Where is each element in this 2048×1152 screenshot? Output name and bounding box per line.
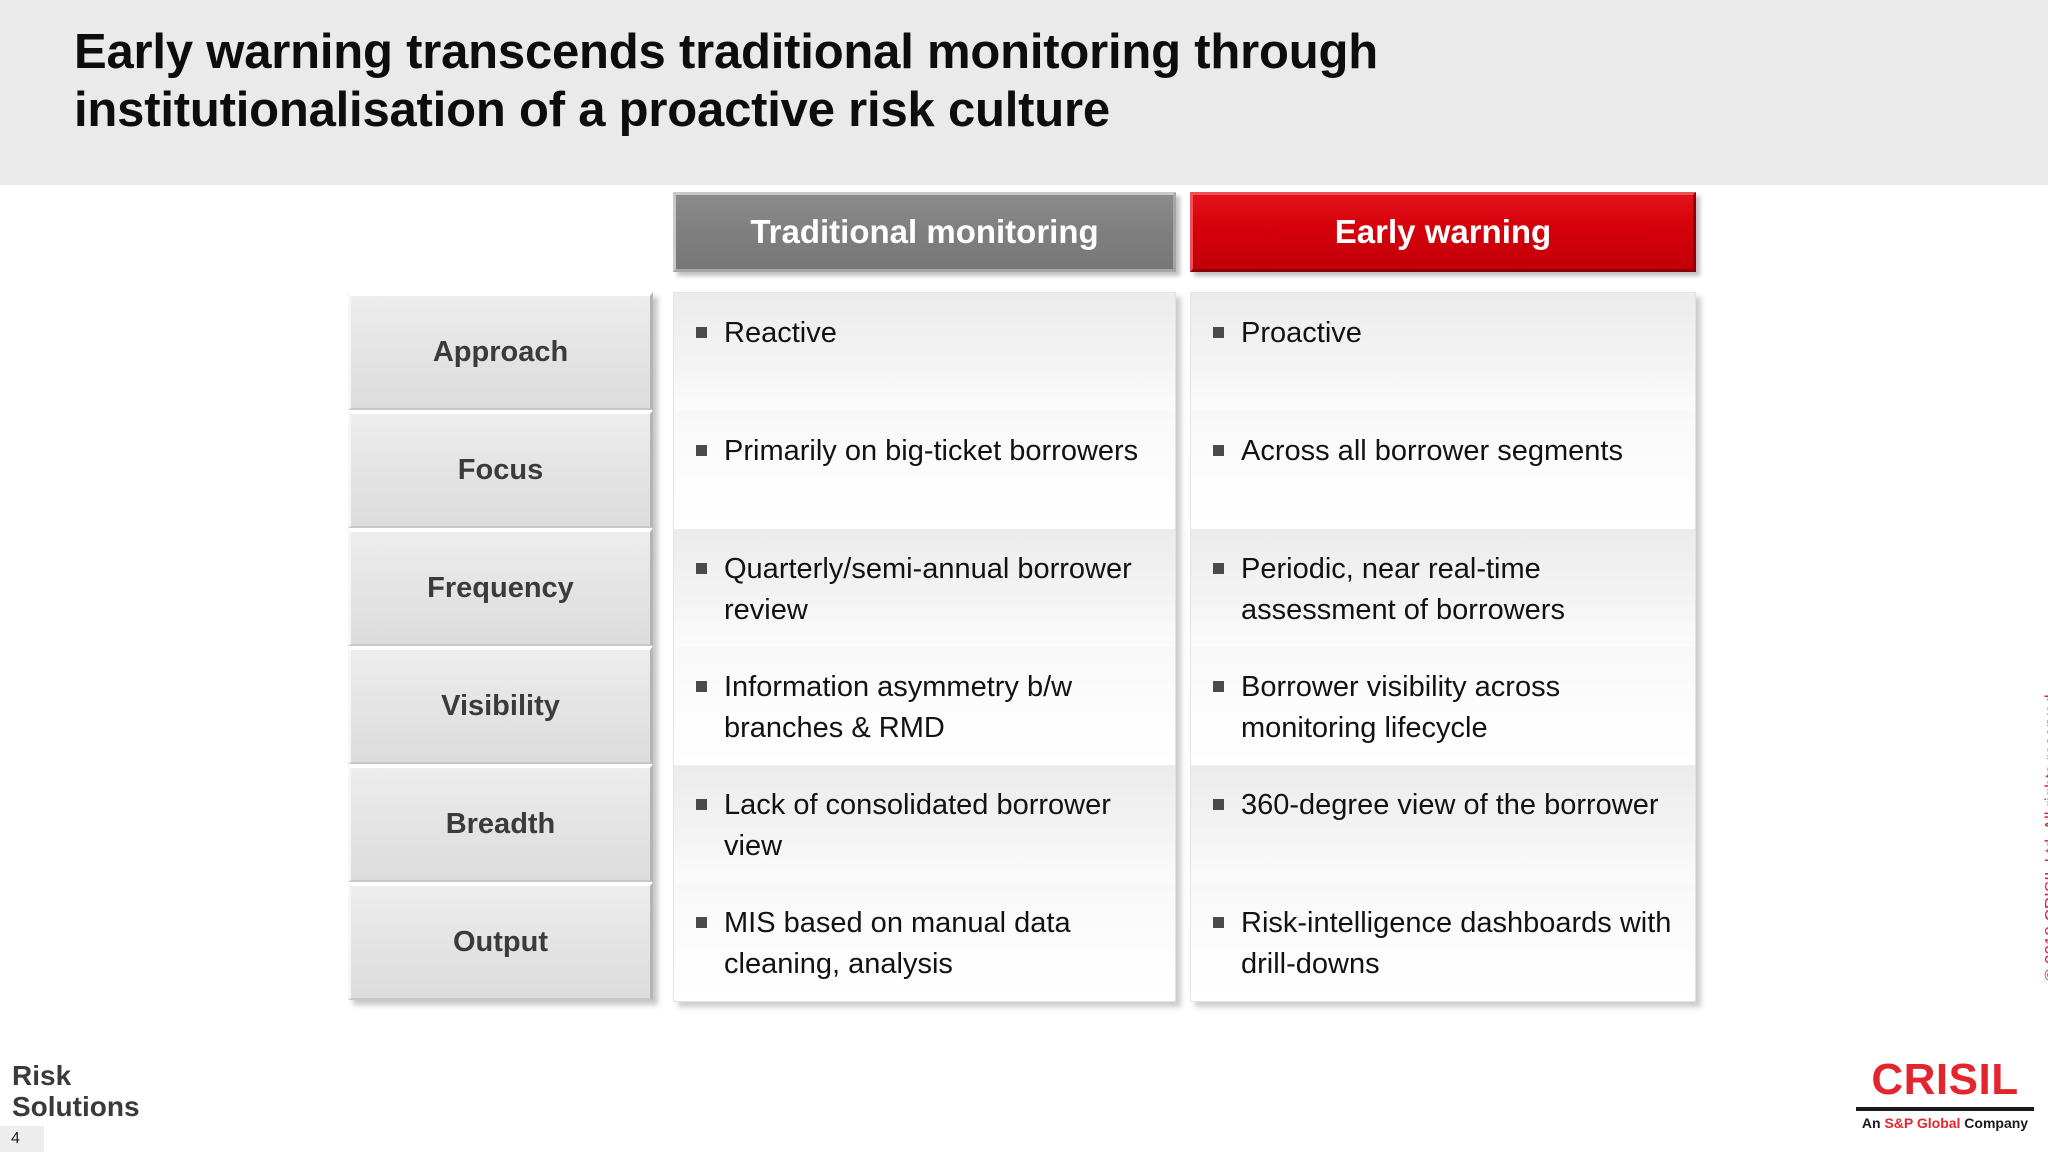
- square-bullet-icon: [1213, 327, 1224, 338]
- row-label-text: Output: [452, 925, 548, 958]
- column-header-traditional-label: Traditional monitoring: [750, 213, 1099, 250]
- column-header-early-warning: Early warning: [1190, 192, 1696, 272]
- early-warning-column: Proactive Across all borrower segments P…: [1190, 292, 1696, 1002]
- row-label-text: Focus: [457, 453, 544, 486]
- square-bullet-icon: [1213, 445, 1224, 456]
- table-cell: 360-degree view of the borrower: [1191, 765, 1695, 883]
- square-bullet-icon: [1213, 563, 1224, 574]
- risk-solutions-wordmark: Risk Solutions: [12, 1060, 140, 1123]
- table-cell: Reactive: [674, 293, 1175, 411]
- table-cell: Quarterly/semi-annual borrower review: [674, 529, 1175, 647]
- risk-solutions-line-2: Solutions: [12, 1091, 140, 1123]
- crisil-logo: CRISIL An S&P Global Company: [1856, 1058, 2034, 1131]
- cell-text: Across all borrower segments: [1241, 435, 1623, 467]
- table-cell: Across all borrower segments: [1191, 411, 1695, 529]
- crisil-logo-divider: [1856, 1107, 2034, 1111]
- square-bullet-icon: [696, 445, 707, 456]
- square-bullet-icon: [696, 681, 707, 692]
- crisil-wordmark: CRISIL: [1871, 1055, 2019, 1104]
- row-label-approach: Approach: [348, 292, 653, 410]
- row-label-text: Approach: [432, 335, 569, 368]
- crisil-tagline-suffix: Company: [1960, 1115, 2029, 1131]
- cell-text: Lack of consolidated borrower view: [724, 789, 1111, 863]
- cell-text: 360-degree view of the borrower: [1241, 789, 1659, 821]
- table-cell: Proactive: [1191, 293, 1695, 411]
- page-title: Early warning transcends traditional mon…: [74, 25, 1378, 137]
- cell-text: Proactive: [1241, 317, 1362, 349]
- row-label-focus: Focus: [348, 410, 653, 528]
- square-bullet-icon: [1213, 917, 1224, 928]
- square-bullet-icon: [1213, 799, 1224, 810]
- cell-text: Primarily on big-ticket borrowers: [724, 435, 1139, 467]
- crisil-tagline-prefix: An: [1861, 1115, 1885, 1131]
- table-cell: MIS based on manual data cleaning, analy…: [674, 883, 1175, 1001]
- traditional-monitoring-column: Reactive Primarily on big-ticket borrowe…: [673, 292, 1176, 1002]
- crisil-tagline-sp-global: S&P Global: [1884, 1115, 1961, 1131]
- row-label-text: Frequency: [427, 571, 574, 604]
- table-cell: Borrower visibility across monitoring li…: [1191, 647, 1695, 765]
- cell-text: MIS based on manual data cleaning, analy…: [724, 907, 1071, 981]
- table-cell: Primarily on big-ticket borrowers: [674, 411, 1175, 529]
- cell-text: Quarterly/semi-annual borrower review: [724, 553, 1132, 627]
- column-header-traditional-monitoring: Traditional monitoring: [673, 192, 1176, 272]
- row-label-column: Approach Focus Frequency Visibility Brea…: [348, 292, 653, 1000]
- table-cell: Periodic, near real-time assessment of b…: [1191, 529, 1695, 647]
- risk-solutions-line-1: Risk: [12, 1060, 72, 1091]
- cell-text: Risk-intelligence dashboards with drill-…: [1241, 907, 1672, 981]
- copyright-notice: © 2018 CRISIL Ltd. All rights reserved.: [2042, 689, 2048, 982]
- cell-text: Information asymmetry b/w branches & RMD: [724, 671, 1073, 745]
- row-label-text: Visibility: [441, 689, 560, 722]
- title-band: Early warning transcends traditional mon…: [0, 0, 2048, 185]
- row-label-text: Breadth: [445, 807, 556, 840]
- column-header-early-warning-label: Early warning: [1334, 213, 1552, 250]
- row-label-output: Output: [348, 882, 653, 1000]
- cell-text: Periodic, near real-time assessment of b…: [1241, 553, 1565, 627]
- table-cell: Information asymmetry b/w branches & RMD: [674, 647, 1175, 765]
- row-label-frequency: Frequency: [348, 528, 653, 646]
- row-label-breadth: Breadth: [348, 764, 653, 882]
- square-bullet-icon: [1213, 681, 1224, 692]
- table-cell: Lack of consolidated borrower view: [674, 765, 1175, 883]
- crisil-tagline: An S&P Global Company: [1856, 1115, 2034, 1131]
- page-number: 4: [0, 1126, 44, 1152]
- square-bullet-icon: [696, 327, 707, 338]
- square-bullet-icon: [696, 917, 707, 928]
- cell-text: Borrower visibility across monitoring li…: [1241, 671, 1561, 745]
- square-bullet-icon: [696, 799, 707, 810]
- table-cell: Risk-intelligence dashboards with drill-…: [1191, 883, 1695, 1001]
- row-label-visibility: Visibility: [348, 646, 653, 764]
- cell-text: Reactive: [724, 317, 837, 349]
- square-bullet-icon: [696, 563, 707, 574]
